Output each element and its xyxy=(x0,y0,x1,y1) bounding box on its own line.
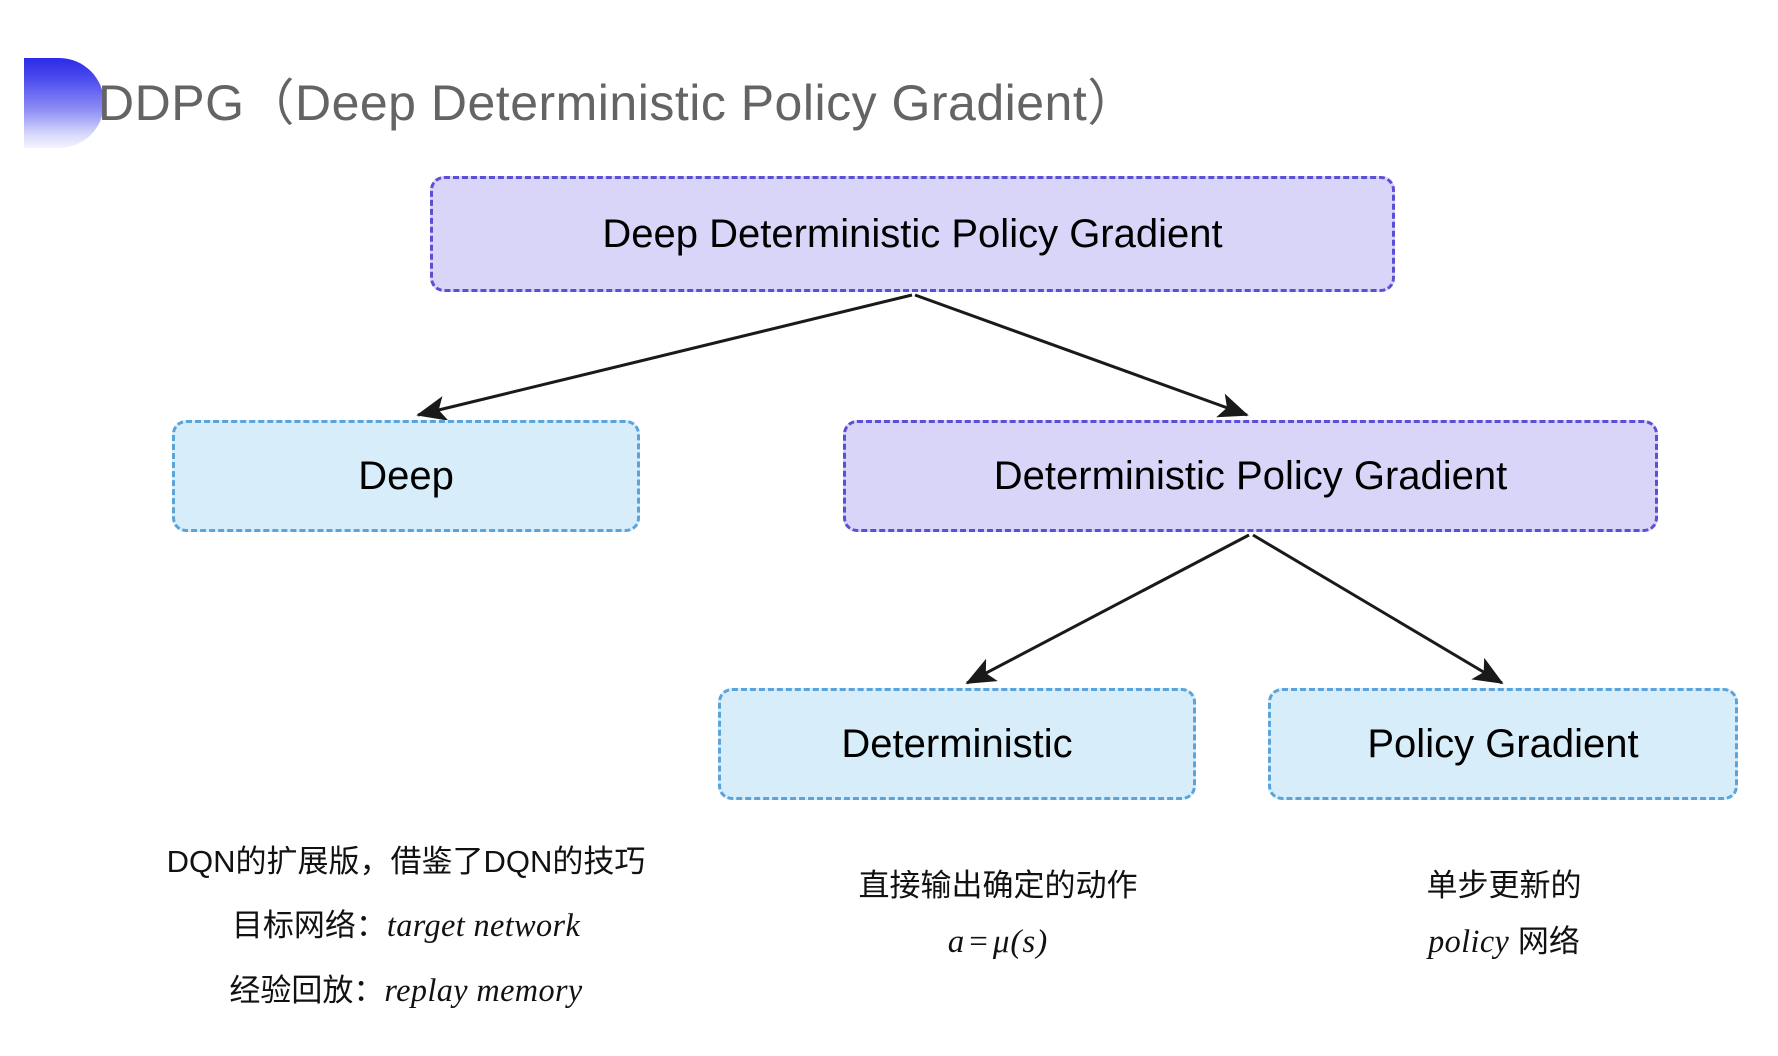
node-deterministic-policy-gradient[interactable]: Deterministic Policy Gradient xyxy=(843,420,1658,532)
arrow-dpg-to-deterministic xyxy=(965,533,1250,685)
annotation-deterministic-formula: a=μ(s) xyxy=(786,917,1210,967)
annotation-policy-gradient-term: policy xyxy=(1428,923,1510,960)
annotation-deterministic-line-1: 直接输出确定的动作 xyxy=(858,868,1138,903)
formula-rhs: μ(s) xyxy=(992,924,1049,961)
annotation-policy-gradient-suffix: 网络 xyxy=(1509,924,1580,960)
annotation-deterministic: 直接输出确定的动作 a=μ(s) xyxy=(786,862,1210,967)
page-title: DDPG（Deep Deterministic Policy Gradient） xyxy=(98,75,1138,131)
node-deep[interactable]: Deep xyxy=(172,420,640,532)
arrow-root-to-dpg xyxy=(914,293,1249,418)
gradient-half-circle-icon xyxy=(24,58,104,148)
node-deep-deterministic-policy-gradient[interactable]: Deep Deterministic Policy Gradient xyxy=(430,176,1395,292)
formula-lhs: a xyxy=(947,924,966,961)
annotation-deep-line-3-term: replay memory xyxy=(384,972,583,1009)
annotation-deep-line-2-term: target network xyxy=(386,907,581,944)
annotation-deep-line-2: 目标网络：target network xyxy=(96,901,716,950)
annotation-deep-line-3: 经验回放：replay memory xyxy=(96,966,716,1015)
formula-operator: = xyxy=(969,924,989,961)
annotation-policy-gradient-line-2: policy 网络 xyxy=(1294,917,1714,966)
arrow-dpg-to-policy-gradient xyxy=(1252,533,1504,685)
annotation-policy-gradient-line-1: 单步更新的 xyxy=(1426,868,1582,903)
annotation-deep-line-3-label: 经验回放： xyxy=(229,973,385,1009)
arrow-root-to-deep xyxy=(416,293,913,421)
annotation-deep-line-1: DQN的扩展版，借鉴了DQN的技巧 xyxy=(166,844,646,879)
node-policy-gradient[interactable]: Policy Gradient xyxy=(1268,688,1738,800)
annotation-deep-line-2-label: 目标网络： xyxy=(231,908,387,944)
node-deterministic[interactable]: Deterministic xyxy=(718,688,1196,800)
annotation-deep: DQN的扩展版，借鉴了DQN的技巧 目标网络：target network 经验… xyxy=(96,838,716,1015)
annotation-policy-gradient: 单步更新的 policy 网络 xyxy=(1294,862,1714,966)
